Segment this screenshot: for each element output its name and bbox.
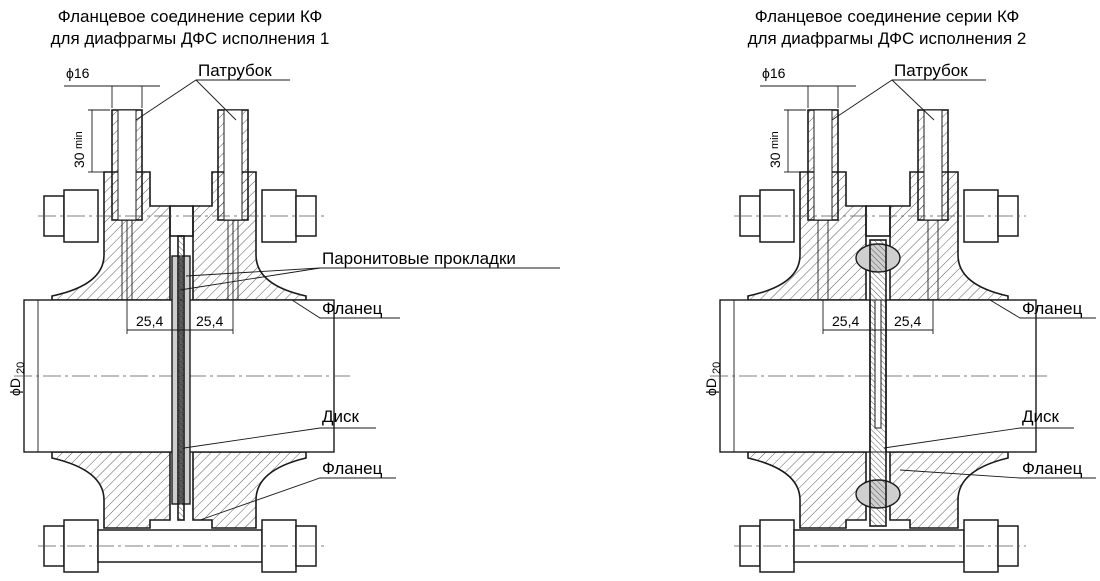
dim-phi16: ϕ16 (66, 65, 90, 81)
lower-left-flange-v2 (747, 451, 867, 529)
label-flange-top: Фланец (322, 299, 383, 318)
dim-30-min-v2: min (769, 131, 781, 149)
dim-254-left-v2: 25,4 (832, 313, 859, 329)
title-version-2-line1: Фланцевое соединение серии КФ (755, 7, 1020, 26)
dim-254-left: 25,4 (136, 313, 163, 329)
title-version-1-line2: для диафрагмы ДФС исполнения 1 (51, 29, 330, 48)
title-version-2-line2: для диафрагмы ДФС исполнения 2 (748, 29, 1027, 48)
dimensions-right: ϕ16 30 min ϕD 20 25,4 25,4 (703, 65, 934, 452)
dim-30: 30 (71, 152, 87, 168)
nut-top-right (261, 189, 297, 243)
label-flange-top-v2: Фланец (1022, 299, 1083, 318)
top-bolts (38, 189, 324, 243)
dim-30-v2: 30 (767, 152, 783, 168)
label-flange-bottom-v2: Фланец (1022, 459, 1083, 478)
dim-phi16-v2: ϕ16 (762, 65, 786, 81)
upper-center-gap (169, 205, 194, 237)
callouts-right: Патрубок Фланец Диск Фланец (831, 61, 1096, 479)
label-disk-v2: Диск (1022, 407, 1060, 426)
bottom-bolts-v2 (734, 519, 1026, 573)
lower-left-flange (51, 451, 171, 529)
title-version-1-line1: Фланцевое соединение серии КФ (58, 7, 323, 26)
dim-D-sub-v2: 20 (711, 362, 723, 374)
nozzles-v2 (807, 109, 949, 300)
dim-30-min: min (73, 131, 85, 149)
dim-254-right-v2: 25,4 (894, 313, 921, 329)
callouts-left: Патрубок Паронитовые прокладки Фланец Ди… (135, 61, 560, 521)
lower-right-flange-v2 (889, 451, 1009, 529)
label-disk: Диск (322, 407, 360, 426)
drawing-version-1: Фланцевое соединение серии КФ для диафра… (7, 7, 560, 573)
dim-phiD-v2: ϕD (703, 378, 719, 396)
lower-right-flange (192, 451, 307, 529)
label-flange-bottom: Фланец (322, 459, 383, 478)
nozzles (111, 109, 249, 300)
top-bolts-v2 (734, 189, 1026, 243)
disk-version-2 (855, 239, 901, 527)
dim-D-sub: 20 (15, 362, 27, 374)
label-patrubok: Патрубок (198, 61, 272, 80)
label-gaskets: Паронитовые прокладки (322, 249, 516, 268)
bottom-bolts (38, 519, 324, 573)
bolt-rod (97, 529, 263, 563)
dim-phiD: ϕD (7, 378, 23, 396)
dimensions-left: ϕ16 30 min ϕD 20 25,4 25,4 (7, 65, 234, 452)
drawing-version-2: Фланцевое соединение серии КФ для диафра… (703, 7, 1096, 573)
disk-version-1 (177, 235, 185, 521)
lower-flanges (51, 451, 307, 529)
label-patrubok-v2: Патрубок (894, 61, 968, 80)
dim-254-right: 25,4 (196, 313, 223, 329)
